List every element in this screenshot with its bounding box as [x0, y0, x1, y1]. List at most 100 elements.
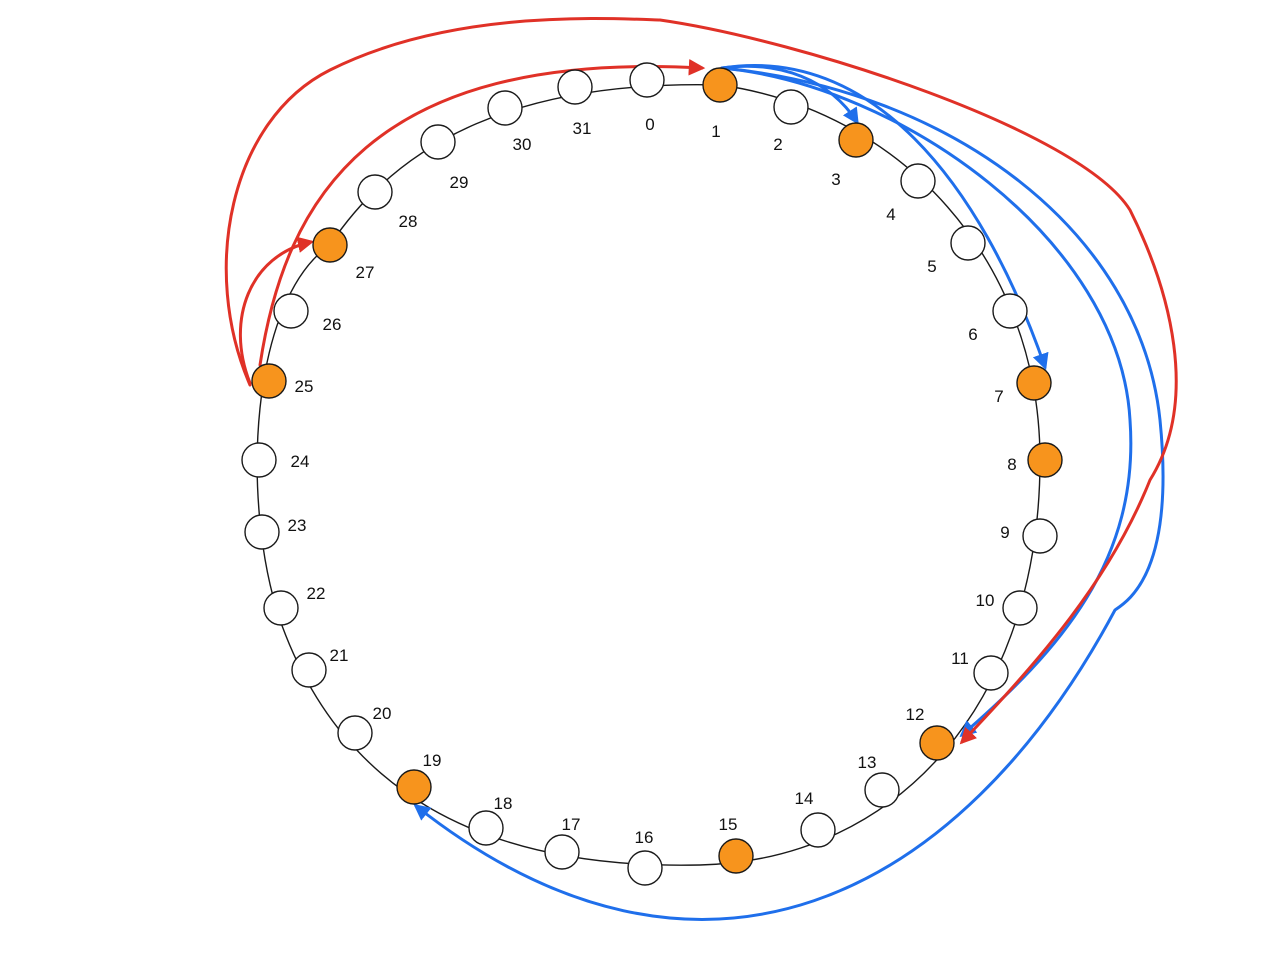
highlighted-node-circle [251, 363, 287, 399]
ring-node-20: 20 [337, 704, 392, 751]
ring-node-21: 21 [291, 646, 349, 688]
node-label: 31 [573, 119, 592, 138]
ring-node-10: 10 [976, 590, 1038, 626]
ring-node-14: 14 [795, 789, 836, 848]
node-label: 14 [795, 789, 814, 808]
node-label: 20 [373, 704, 392, 723]
ring-node-1: 1 [702, 67, 738, 141]
node-label: 21 [330, 646, 349, 665]
node-circle [973, 655, 1009, 691]
node-circle [273, 293, 309, 329]
ring-node-22: 22 [263, 584, 326, 626]
node-circle [263, 590, 299, 626]
edge-red-25-to-12 [224, 17, 1178, 745]
highlighted-node-circle [312, 227, 348, 263]
ring-node-24: 24 [241, 442, 310, 478]
node-label: 30 [513, 135, 532, 154]
ring-node-16: 16 [627, 828, 663, 886]
ring-node-7: 7 [994, 365, 1052, 406]
node-label: 17 [562, 815, 581, 834]
node-label: 18 [494, 794, 513, 813]
node-label: 1 [711, 122, 720, 141]
node-circle [487, 90, 523, 126]
ring-node-0: 0 [629, 62, 665, 134]
node-circle [992, 293, 1028, 329]
ring-node-29: 29 [420, 124, 469, 192]
node-circle [420, 124, 456, 160]
node-label: 25 [295, 377, 314, 396]
node-label: 23 [288, 516, 307, 535]
node-circle [557, 69, 593, 105]
ring-node-25: 25 [251, 363, 314, 399]
node-label: 11 [951, 649, 969, 668]
node-circle [773, 89, 809, 125]
ring-node-15: 15 [718, 815, 754, 874]
node-label: 12 [906, 705, 925, 724]
ring-node-26: 26 [273, 293, 342, 334]
node-circle [544, 834, 580, 870]
node-circle [950, 225, 986, 261]
edge-blue-1-to-19 [413, 66, 1165, 921]
node-label: 16 [635, 828, 654, 847]
node-label: 29 [450, 173, 469, 192]
node-label: 7 [994, 387, 1003, 406]
ring-node-27: 27 [312, 227, 375, 282]
ring-line [256, 84, 1041, 866]
node-label: 27 [356, 263, 375, 282]
highlighted-node-circle [718, 838, 754, 874]
ring-node-19: 19 [396, 751, 442, 805]
node-label: 5 [927, 257, 936, 276]
node-label: 26 [323, 315, 342, 334]
node-label: 2 [773, 135, 782, 154]
node-circle [627, 850, 663, 886]
highlighted-node-circle [1016, 365, 1052, 401]
edge-blue-1-to-7 [720, 64, 1049, 371]
node-circle [468, 810, 504, 846]
ring-node-30: 30 [487, 90, 532, 154]
ring-node-28: 28 [357, 174, 418, 231]
edges-layer [224, 17, 1178, 921]
node-label: 9 [1000, 523, 1009, 542]
ring-node-11: 11 [951, 649, 1009, 691]
node-label: 15 [719, 815, 738, 834]
node-label: 6 [968, 325, 977, 344]
node-circle [800, 812, 836, 848]
ring-node-18: 18 [468, 794, 513, 846]
ring-node-13: 13 [858, 753, 900, 808]
node-circle [357, 174, 393, 210]
node-label: 24 [291, 452, 310, 471]
ring-node-5: 5 [927, 225, 986, 276]
node-circle [1002, 590, 1038, 626]
edge-blue-1-to-12 [720, 66, 1133, 738]
node-circle [337, 715, 373, 751]
node-label: 4 [886, 205, 895, 224]
node-label: 19 [423, 751, 442, 770]
node-circle [291, 652, 327, 688]
node-label: 28 [399, 212, 418, 231]
ring-node-8: 8 [1007, 442, 1063, 478]
highlighted-node-circle [396, 769, 432, 805]
highlighted-node-circle [838, 122, 874, 158]
ring-node-12: 12 [906, 705, 955, 761]
node-label: 22 [307, 584, 326, 603]
ring-node-2: 2 [773, 89, 809, 154]
ring-node-6: 6 [968, 293, 1028, 344]
ring-node-23: 23 [244, 514, 307, 550]
highlighted-node-circle [919, 725, 955, 761]
node-circle [241, 442, 277, 478]
highlighted-node-circle [702, 67, 738, 103]
ring-node-31: 31 [557, 69, 593, 138]
ring-node-4: 4 [886, 163, 936, 224]
node-circle [864, 772, 900, 808]
node-label: 8 [1007, 455, 1016, 474]
node-label: 10 [976, 591, 995, 610]
node-label: 3 [831, 170, 840, 189]
node-circle [244, 514, 280, 550]
highlighted-node-circle [1027, 442, 1063, 478]
node-circle [1022, 518, 1058, 554]
ring-node-17: 17 [544, 815, 581, 870]
node-label: 13 [858, 753, 877, 772]
ring-node-3: 3 [831, 122, 874, 189]
